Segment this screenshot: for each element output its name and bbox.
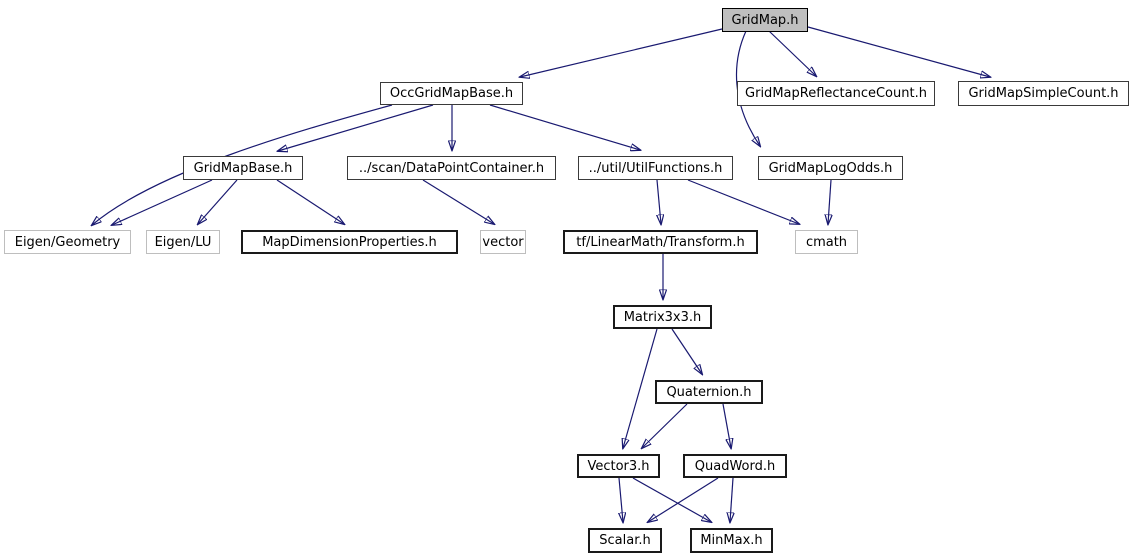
edge-gridmap-to-occgridmapbase <box>520 28 723 77</box>
edge-gridmap-to-gridmapsimplecount <box>807 26 990 77</box>
node-scalar-h[interactable]: Scalar.h <box>588 528 662 553</box>
edge-gridmapbase-to-mapdimensionproperties <box>276 179 344 224</box>
edge-gridmapbase-to-eigen-lu <box>198 179 238 224</box>
node-util-utilfunctions-h[interactable]: ../util/UtilFunctions.h <box>578 156 733 180</box>
node-minmax-h[interactable]: MinMax.h <box>690 528 773 553</box>
node-tf-linearmath-transform-h[interactable]: tf/LinearMath/Transform.h <box>563 230 758 254</box>
node-quaternion-h[interactable]: Quaternion.h <box>655 380 763 404</box>
edge-matrix3x3-to-quaternion <box>671 328 702 374</box>
edge-quaternion-to-quadword <box>722 403 731 448</box>
edge-utilfunctions-to-transform <box>657 179 661 224</box>
node-matrix3x3-h[interactable]: Matrix3x3.h <box>613 305 712 329</box>
edge-vector3-to-scalar <box>619 477 623 522</box>
node-gridmaplogodds-h[interactable]: GridMapLogOdds.h <box>758 156 903 180</box>
node-gridmap-h: GridMap.h <box>722 8 808 32</box>
node-cmath: cmath <box>795 230 858 254</box>
edge-occgridmapbase-to-eigen-geometry <box>92 104 393 225</box>
edge-gridmap-to-gridmapreflectancecount <box>768 30 816 76</box>
edge-quaternion-to-vector3 <box>642 403 688 448</box>
edge-gridmapbase-to-eigen-geometry <box>112 179 213 225</box>
edge-matrix3x3-to-vector3 <box>623 328 658 448</box>
node-quadword-h[interactable]: QuadWord.h <box>683 454 787 478</box>
node-scan-datapointcontainer-h[interactable]: ../scan/DataPointContainer.h <box>347 156 556 180</box>
node-gridmapbase-h[interactable]: GridMapBase.h <box>183 156 303 180</box>
node-gridmapsimplecount-h[interactable]: GridMapSimpleCount.h <box>958 81 1129 106</box>
node-mapdimensionproperties-h[interactable]: MapDimensionProperties.h <box>241 230 458 254</box>
edge-gridmaplogodds-to-cmath <box>828 179 831 224</box>
node-vector: vector <box>480 230 526 254</box>
node-eigen-lu: Eigen/LU <box>146 230 220 254</box>
node-eigen-geometry: Eigen/Geometry <box>4 230 131 254</box>
edge-vector3-to-minmax <box>632 477 711 522</box>
node-gridmapreflectancecount-h[interactable]: GridMapReflectanceCount.h <box>737 81 935 106</box>
edge-quadword-to-scalar <box>648 477 719 522</box>
edge-gridmap-to-gridmaplogodds <box>735 30 760 146</box>
edge-occgridmapbase-to-utilfunctions <box>489 104 640 150</box>
edge-datapointcontainer-to-vector <box>422 179 494 224</box>
edge-quadword-to-minmax <box>730 477 733 522</box>
edge-utilfunctions-to-cmath <box>687 179 799 224</box>
node-vector3-h[interactable]: Vector3.h <box>577 454 660 478</box>
node-occgridmapbase-h[interactable]: OccGridMapBase.h <box>380 82 523 105</box>
edge-occgridmapbase-to-gridmapbase <box>278 104 434 151</box>
